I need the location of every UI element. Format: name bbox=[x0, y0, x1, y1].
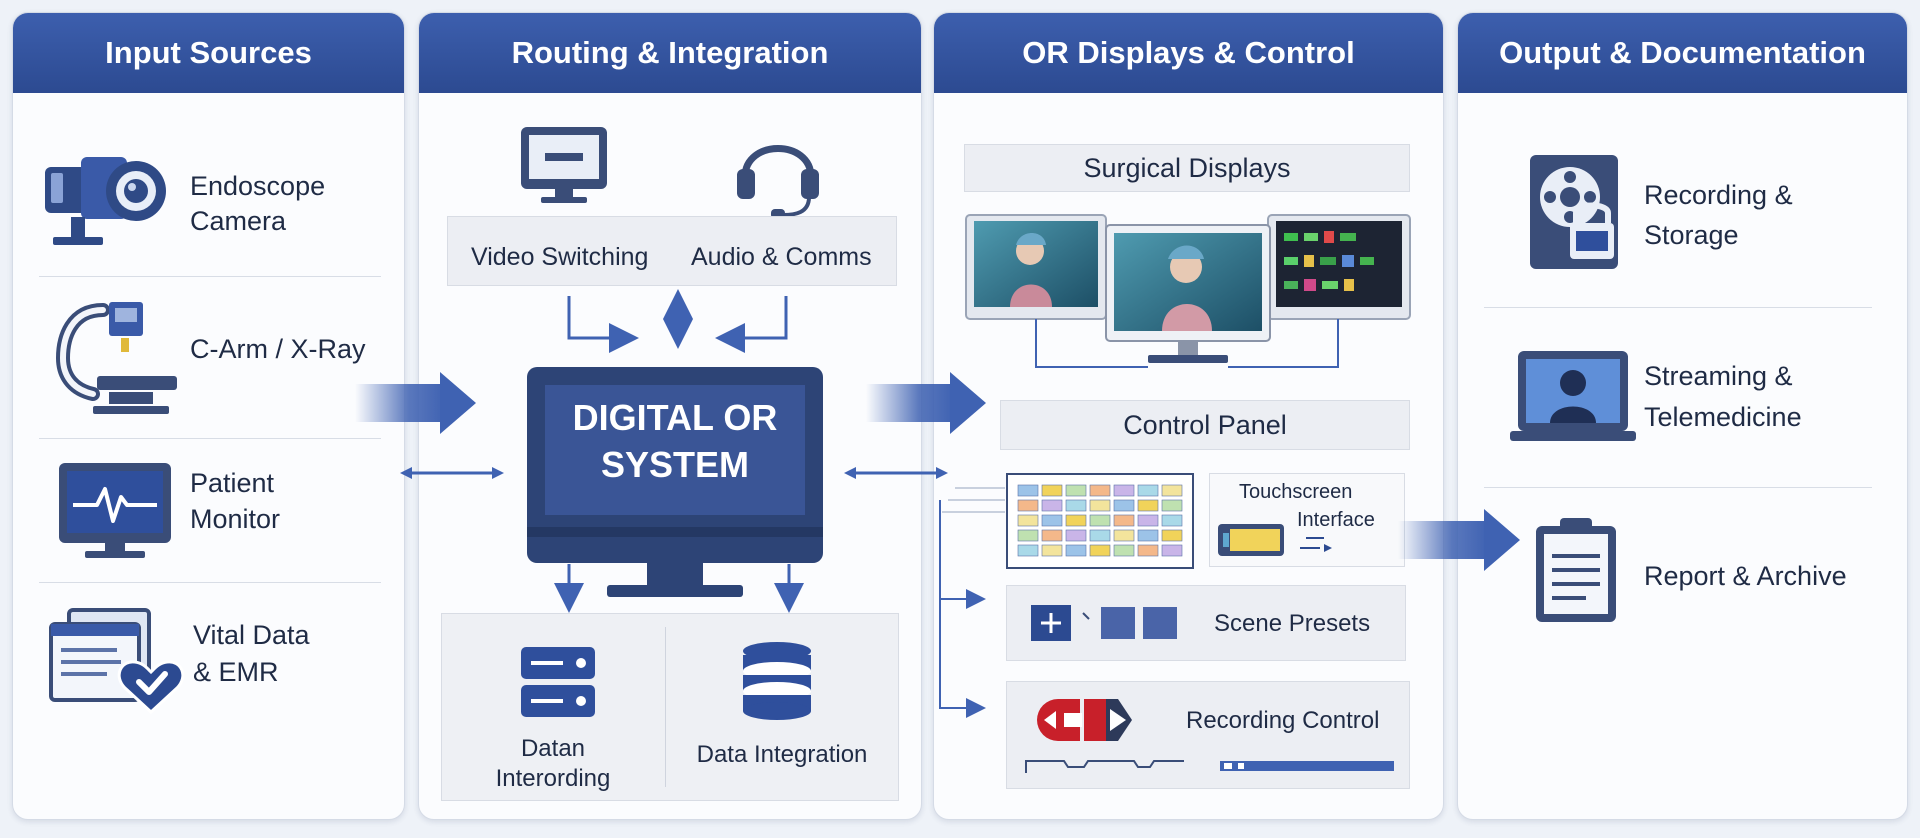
surgical-displays-label: Surgical Displays bbox=[1083, 153, 1291, 183]
surgical-displays-icon bbox=[965, 214, 1411, 368]
output-item-recording-line2: Storage bbox=[1644, 220, 1739, 250]
divider bbox=[39, 276, 381, 277]
input-item-carm: C-Arm / X-Ray bbox=[190, 334, 366, 364]
control-panel-header bbox=[1000, 400, 1410, 450]
audio-comms-label: Audio & Comms bbox=[691, 243, 872, 271]
data-services-box bbox=[441, 613, 899, 801]
divider bbox=[39, 582, 381, 583]
surgical-displays-header bbox=[964, 144, 1410, 192]
touch-tablet-icon bbox=[1218, 524, 1332, 556]
recording-storage-icon bbox=[1530, 155, 1618, 269]
clipboard-report-icon bbox=[1536, 518, 1616, 622]
telemedicine-laptop-icon bbox=[1510, 351, 1636, 441]
recording-control-label: Recording Control bbox=[1186, 707, 1380, 734]
patient-monitor-icon bbox=[59, 463, 171, 558]
c-arm-xray-icon bbox=[55, 302, 177, 414]
emr-document-heart-icon bbox=[49, 608, 185, 715]
input-item-endoscope-line1: Endoscope bbox=[190, 171, 326, 201]
input-item-emr-line1: Vital Data bbox=[193, 620, 310, 650]
output-documentation-title: Output & Documentation bbox=[1458, 13, 1907, 93]
routing-integration-title: Routing & Integration bbox=[419, 13, 921, 93]
routing-services-box bbox=[447, 216, 897, 286]
output-item-recording-line1: Recording & bbox=[1644, 180, 1793, 210]
touchscreen-label: Touchscreen bbox=[1239, 481, 1353, 503]
divider bbox=[39, 438, 381, 439]
datan-label-line1: Datan bbox=[520, 735, 586, 762]
divider bbox=[1484, 487, 1872, 488]
control-panel-label: Control Panel bbox=[1123, 410, 1287, 440]
or-displays-control-title: OR Displays & Control bbox=[934, 13, 1443, 93]
datan-label-line2: Interording bbox=[495, 765, 611, 792]
divider bbox=[1484, 307, 1872, 308]
input-sources-title: Input Sources bbox=[13, 13, 404, 93]
output-item-streaming-line2: Telemedicine bbox=[1644, 402, 1802, 432]
scene-presets-label: Scene Presets bbox=[1214, 610, 1371, 637]
server-recorder-icon bbox=[521, 647, 595, 717]
input-item-monitor-line2: Monitor bbox=[190, 504, 281, 534]
input-item-emr-line2: & EMR bbox=[193, 657, 279, 687]
core-system-line2: SYSTEM bbox=[600, 444, 750, 485]
output-item-report: Report & Archive bbox=[1644, 561, 1847, 591]
divider bbox=[665, 627, 666, 787]
core-system-line1: DIGITAL OR bbox=[572, 397, 778, 438]
control-grid-icon bbox=[1006, 473, 1194, 569]
database-icon bbox=[743, 642, 811, 720]
endoscope-camera-icon bbox=[45, 157, 166, 245]
record-toggle-icon bbox=[1037, 699, 1132, 741]
output-documentation-panel: Output & Documentation Recording & Stora… bbox=[1457, 12, 1908, 820]
scene-preset-buttons-icon bbox=[1031, 605, 1177, 641]
video-switcher-icon bbox=[521, 127, 607, 203]
routing-integration-panel: Routing & Integration Video Switching Au… bbox=[418, 12, 922, 820]
scene-presets-box bbox=[1006, 585, 1406, 661]
data-integration-label: Data Integration bbox=[696, 741, 868, 768]
headset-icon bbox=[737, 145, 819, 219]
video-switching-label: Video Switching bbox=[471, 243, 649, 271]
input-sources-panel: Input Sources Endoscope Camera bbox=[12, 12, 405, 820]
or-displays-control-panel: OR Displays & Control Surgical Displays bbox=[933, 12, 1444, 820]
input-item-monitor-line1: Patient bbox=[190, 468, 275, 498]
input-item-endoscope-line2: Camera bbox=[190, 206, 287, 236]
recording-timeline-icon bbox=[1025, 760, 1394, 773]
interface-label: Interface bbox=[1297, 509, 1375, 531]
output-item-streaming-line1: Streaming & bbox=[1644, 361, 1793, 391]
digital-or-system-monitor bbox=[527, 367, 823, 597]
